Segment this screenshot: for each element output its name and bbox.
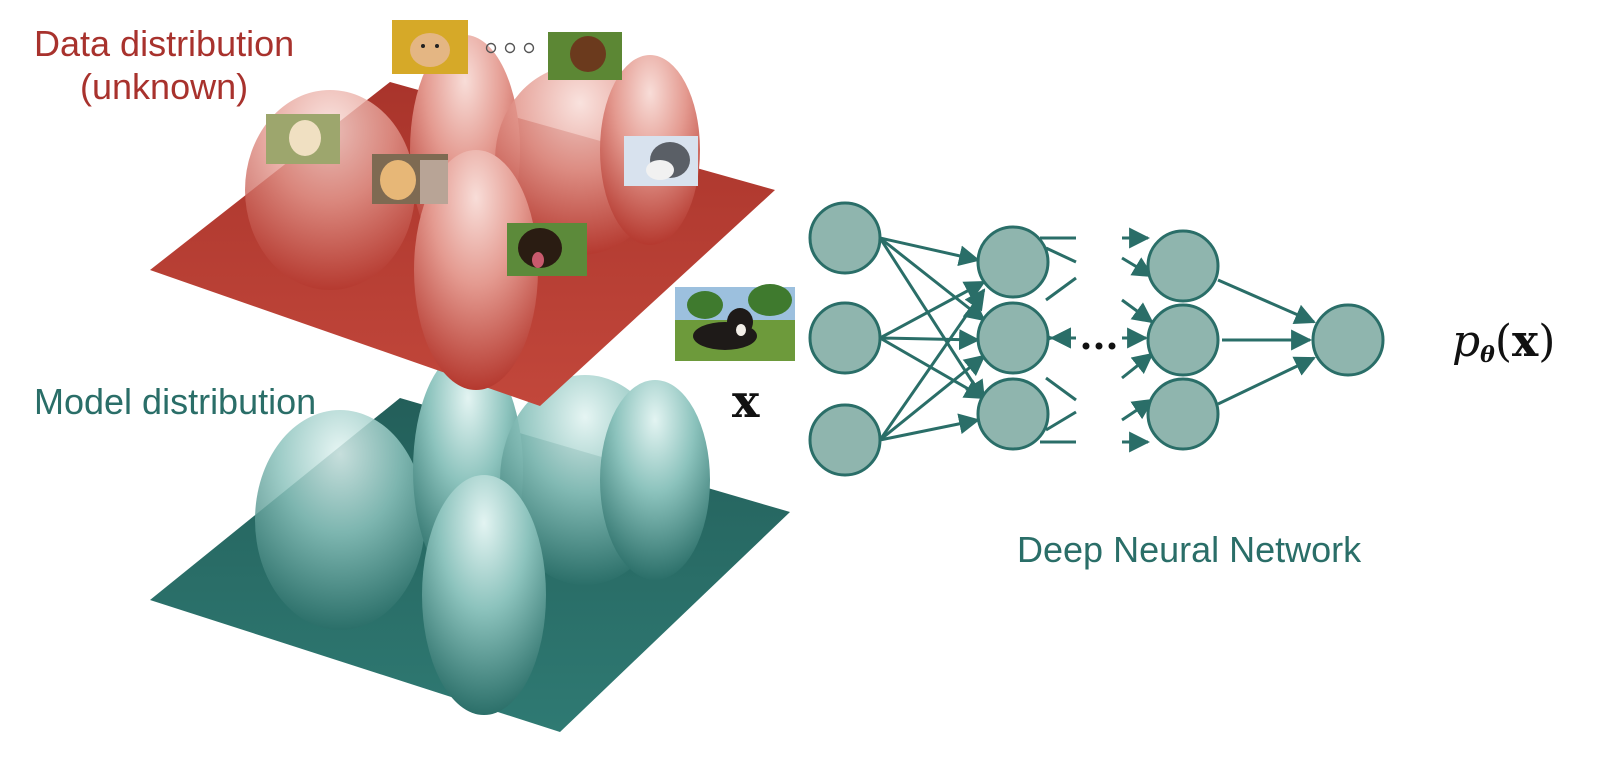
golden-retriever-photo-icon bbox=[372, 154, 448, 204]
output-x: x bbox=[1512, 316, 1539, 367]
hidden2-node-3 bbox=[1146, 377, 1220, 451]
input-node-1 bbox=[808, 201, 882, 275]
output-open-paren: ( bbox=[1494, 316, 1513, 367]
data-distribution-label: Data distribution (unknown) bbox=[34, 22, 294, 108]
hidden1-node-1 bbox=[976, 225, 1050, 299]
hidden1-node-3 bbox=[976, 377, 1050, 451]
data-distribution-surface bbox=[150, 35, 775, 406]
labrador-puppy-photo-icon bbox=[266, 114, 340, 164]
brown-puppy-photo-icon bbox=[548, 32, 622, 80]
input-symbol-x: x bbox=[732, 374, 760, 428]
hidden2-node-2 bbox=[1146, 303, 1220, 377]
neural-network bbox=[808, 201, 1385, 477]
input-node-2 bbox=[808, 301, 882, 375]
rottweiler-photo-icon bbox=[507, 223, 587, 276]
output-close-paren: ) bbox=[1538, 316, 1556, 367]
deep-neural-network-label: Deep Neural Network bbox=[1017, 529, 1362, 570]
model-distribution-surface bbox=[150, 350, 790, 732]
output-node bbox=[1311, 303, 1385, 377]
data-distribution-line1: Data distribution bbox=[34, 23, 295, 64]
output-p: p bbox=[1452, 316, 1481, 367]
image-ellipsis bbox=[485, 42, 535, 54]
hidden1-node-2 bbox=[976, 301, 1050, 375]
data-distribution-line2: (unknown) bbox=[80, 66, 249, 108]
model-distribution-label: Model distribution bbox=[34, 381, 317, 422]
hidden2-node-1 bbox=[1146, 229, 1220, 303]
pomeranian-photo-icon bbox=[392, 20, 468, 74]
bernese-dog-input-photo-icon bbox=[675, 284, 795, 361]
output-theta: θ bbox=[1480, 342, 1495, 368]
input-node-3 bbox=[808, 403, 882, 477]
output-probability-label: pθ(x) bbox=[1452, 316, 1555, 368]
husky-photo-icon bbox=[624, 136, 698, 186]
network-ellipsis bbox=[1082, 342, 1116, 350]
